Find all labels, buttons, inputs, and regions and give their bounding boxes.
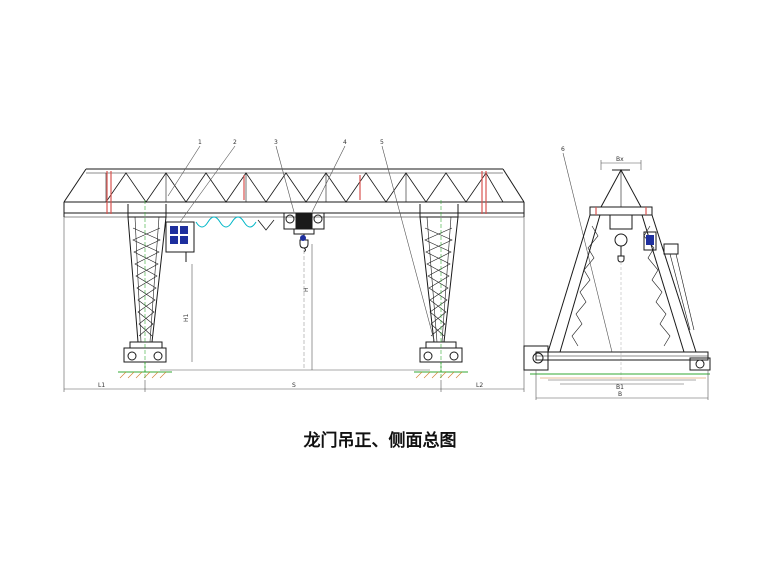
front-view bbox=[63, 168, 525, 380]
dim-label-b: B bbox=[618, 391, 622, 398]
operator-cab bbox=[165, 221, 195, 262]
main-girder bbox=[63, 168, 525, 218]
side-dimensions bbox=[535, 160, 709, 400]
callout-4: 4 bbox=[343, 139, 347, 146]
dim-label-s: S bbox=[292, 382, 296, 389]
electric-hoist bbox=[283, 212, 325, 253]
callout-2: 2 bbox=[233, 139, 237, 146]
figure-caption: 龙门吊正、侧面总图 bbox=[303, 431, 457, 451]
dim-label-h1: H1 bbox=[183, 313, 190, 322]
dim-label-l1: L1 bbox=[98, 382, 105, 389]
callout-6: 6 bbox=[561, 146, 565, 153]
callout-leaders bbox=[167, 145, 613, 353]
callout-1: 1 bbox=[198, 139, 202, 146]
dim-label-l2: L2 bbox=[476, 382, 483, 389]
dim-label-h: H bbox=[303, 287, 310, 292]
dim-label-b1: B1 bbox=[616, 384, 624, 391]
callout-5: 5 bbox=[380, 139, 384, 146]
callout-3: 3 bbox=[274, 139, 278, 146]
side-view bbox=[523, 168, 711, 380]
festoon-cable bbox=[195, 216, 257, 228]
dim-label-bx: Bx bbox=[616, 156, 624, 163]
